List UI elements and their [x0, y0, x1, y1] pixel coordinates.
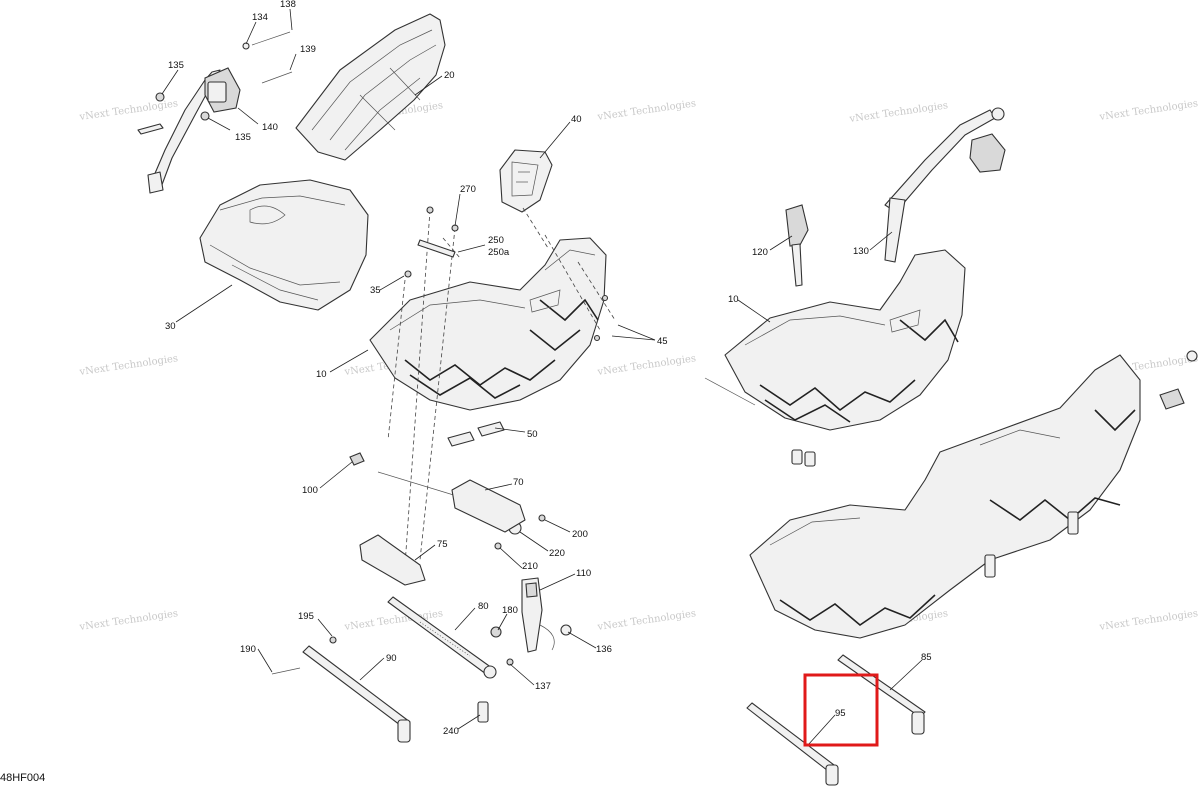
watermark: vNext Technologies — [596, 608, 697, 633]
seat-assembly-right-top — [704, 249, 966, 467]
seat-back-cushion — [295, 13, 446, 161]
callout-130: 130 — [853, 246, 869, 257]
diagram-code: 48HF004 — [0, 772, 46, 784]
leader-lines — [161, 8, 923, 746]
callout-80: 80 — [478, 601, 489, 612]
callout-270: 270 — [460, 184, 476, 195]
callout-190: 190 — [240, 644, 256, 655]
callout-140: 140 — [262, 122, 278, 133]
callout-10-center: 10 — [316, 369, 327, 380]
callout-210: 210 — [522, 561, 538, 572]
callout-135-top: 135 — [168, 60, 184, 71]
callout-10-right: 10 — [728, 294, 739, 305]
assembly-lines — [387, 207, 616, 566]
callout-75: 75 — [437, 539, 448, 550]
callout-85: 85 — [921, 652, 932, 663]
seat-belt-right — [785, 107, 1006, 287]
callout-220: 220 — [549, 548, 565, 559]
callout-134: 134 — [252, 12, 268, 23]
callout-45: 45 — [657, 336, 668, 347]
seat-brackets — [359, 471, 526, 586]
callout-100: 100 — [302, 485, 318, 496]
callout-20: 20 — [444, 70, 455, 81]
seat-belt-buckle-center — [521, 577, 572, 653]
watermark: vNext Technologies — [848, 100, 949, 125]
labels-set — [447, 421, 505, 447]
seat-tubes-center — [302, 596, 497, 743]
callout-180: 180 — [502, 605, 518, 616]
callout-95: 95 — [835, 708, 846, 719]
callout-70: 70 — [513, 477, 524, 488]
callout-250: 250 — [488, 235, 504, 246]
watermark: vNext Technologies — [78, 353, 179, 378]
watermark: vNext Technologies — [596, 353, 697, 378]
callout-50: 50 — [527, 429, 538, 440]
callout-35: 35 — [370, 285, 381, 296]
seat-tubes-right — [746, 654, 926, 786]
callout-40: 40 — [571, 114, 582, 125]
callout-240: 240 — [443, 726, 459, 737]
callout-137: 137 — [535, 681, 551, 692]
callout-139: 139 — [300, 44, 316, 55]
highlight-box-95 — [803, 673, 879, 747]
headrest-pad — [499, 149, 553, 213]
watermark: vNext Technologies — [78, 98, 179, 123]
seat-assembly-right-bottom — [749, 350, 1198, 639]
callout-110: 110 — [576, 568, 591, 579]
watermark: vNext Technologies — [596, 98, 697, 123]
watermark: vNext Technologies — [1098, 608, 1199, 633]
callout-136: 136 — [596, 644, 612, 655]
seat-belt-retractor-left — [137, 31, 293, 194]
watermark: vNext Technologies — [1098, 98, 1199, 123]
callout-30: 30 — [165, 321, 176, 332]
callout-135-bottom: 135 — [235, 132, 251, 143]
small-fasteners — [271, 206, 609, 723]
seat-frame-center — [369, 237, 607, 411]
callout-120: 120 — [752, 247, 768, 258]
watermark: vNext Technologies — [78, 608, 179, 633]
callout-195: 195 — [298, 611, 314, 622]
callout-250a: 250a — [488, 247, 510, 258]
callout-200: 200 — [572, 529, 588, 540]
callout-138: 138 — [280, 0, 296, 10]
callout-90: 90 — [386, 653, 397, 664]
seat-bottom-cushion — [199, 179, 369, 311]
watermarks: vNext Technologies vNext Technologies vN… — [78, 98, 1199, 633]
callout-labels: 134 138 135 135 139 140 20 40 270 250 25… — [165, 0, 932, 737]
